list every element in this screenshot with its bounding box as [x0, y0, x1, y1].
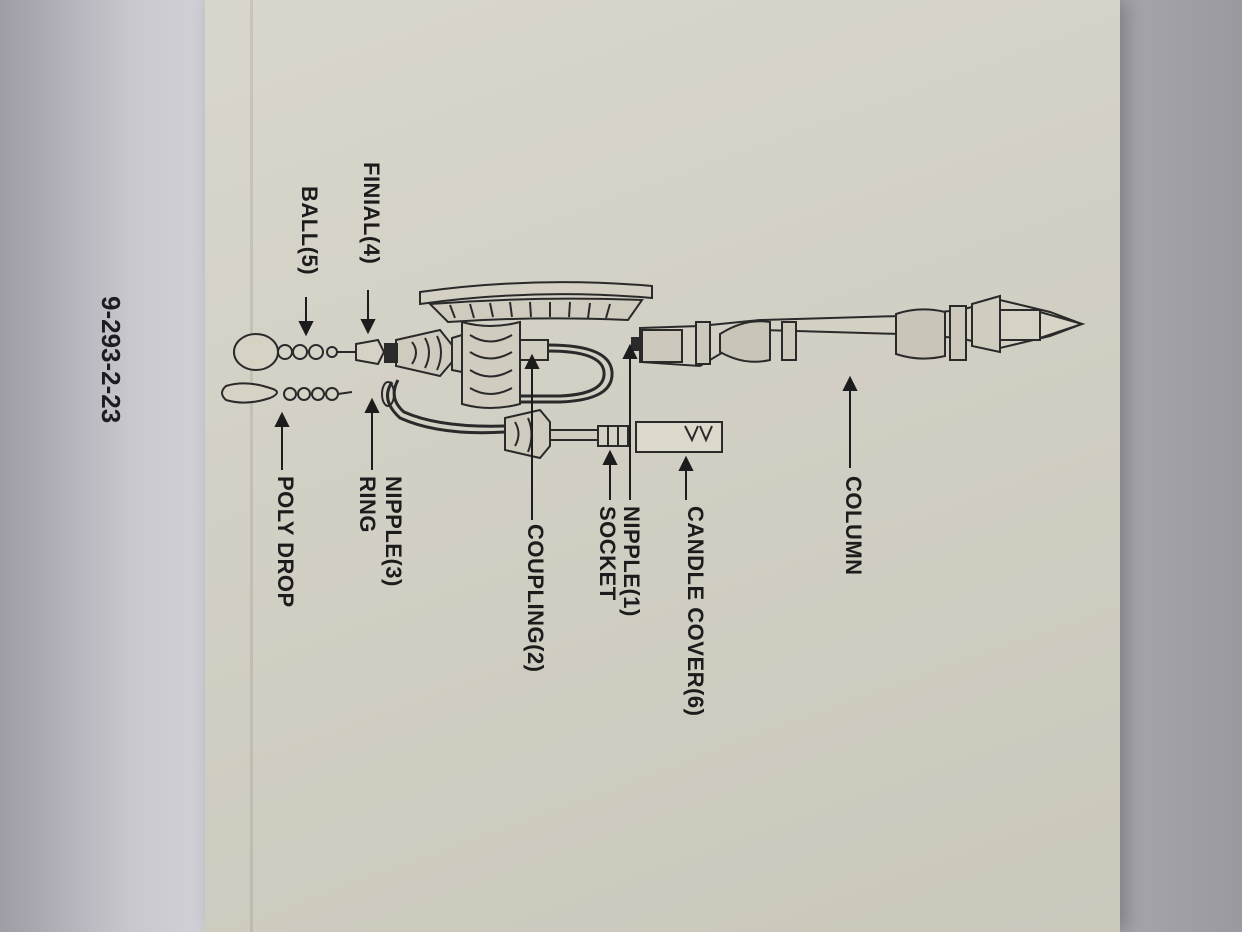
wall-plate — [419, 281, 653, 324]
label-nipple-3: NIPPLE(3) — [381, 476, 406, 587]
label-socket: SOCKET — [595, 506, 620, 601]
poly-drop — [221, 382, 353, 404]
label-coupling: COUPLING(2) — [523, 524, 548, 673]
nipple-1 — [631, 337, 641, 351]
label-poly-drop: POLY DROP — [273, 476, 298, 608]
lower-cup — [504, 408, 601, 460]
label-candle-cover: CANDLE COVER(6) — [683, 506, 708, 717]
paper-fold — [250, 0, 253, 932]
label-ring: RING — [355, 476, 380, 533]
background-left — [0, 0, 240, 932]
finial-and-chain — [233, 333, 386, 371]
socket — [597, 425, 629, 447]
column — [639, 294, 1086, 368]
ring — [381, 381, 395, 407]
document-code: 9-293-2-23 — [96, 296, 126, 424]
label-nipple-1: NIPPLE(1) — [619, 506, 644, 617]
background-right — [1102, 0, 1242, 932]
label-ball: BALL(5) — [297, 186, 322, 276]
left-cup — [384, 328, 463, 378]
instruction-sheet — [205, 0, 1120, 932]
central-body — [461, 320, 549, 409]
label-column: COLUMN — [841, 476, 866, 576]
label-finial: FINIAL(4) — [359, 162, 384, 265]
candle-cover — [635, 421, 723, 453]
